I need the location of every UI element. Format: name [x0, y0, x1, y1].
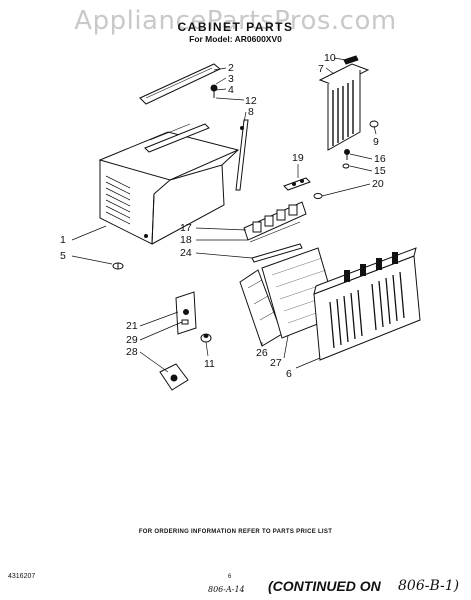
callout-17: 17 [180, 222, 192, 234]
leader-6 [295, 357, 321, 369]
callout-15: 15 [374, 165, 386, 177]
page-title: CABINET PARTS [177, 20, 294, 34]
leader-8 [243, 111, 247, 123]
leader-4 [215, 88, 227, 91]
leader-21 [139, 311, 179, 327]
part-top-rail [139, 63, 221, 105]
callout-18: 18 [180, 234, 192, 246]
leader-7 [325, 67, 335, 75]
leader-24 [195, 252, 253, 259]
leader-9 [373, 125, 377, 135]
leader-17 [195, 227, 247, 231]
callout-5: 5 [60, 250, 66, 262]
leader-5 [71, 255, 113, 265]
handwritten-continued-ref: 806-B-1) [398, 578, 460, 594]
part-side-strip [235, 119, 249, 191]
callout-2: 2 [228, 62, 234, 74]
callout-4: 4 [228, 84, 234, 96]
callout-16: 16 [374, 153, 386, 165]
callout-20: 20 [372, 178, 384, 190]
document-number: 4316207 [8, 573, 36, 580]
leader-29 [139, 321, 183, 341]
part-bracket-19 [283, 177, 311, 191]
callout-7: 7 [318, 63, 324, 75]
watermark: AppliancePartsPros.com [74, 6, 397, 36]
leader-27 [283, 335, 289, 359]
leader-12 [215, 97, 245, 101]
part-bar-24 [251, 243, 303, 263]
part-front-grille [313, 247, 421, 361]
leader-11 [205, 341, 209, 357]
callout-29: 29 [126, 334, 138, 346]
callout-28: 28 [126, 346, 138, 358]
callout-3: 3 [228, 73, 234, 85]
continued-label: (CONTINUED ON [268, 578, 381, 594]
callout-11: 11 [204, 358, 215, 370]
part-screw-16 [342, 149, 350, 169]
callout-19: 19 [292, 152, 304, 164]
callout-26: 26 [256, 347, 268, 359]
callout-6: 6 [286, 368, 292, 380]
part-screw-5 [112, 262, 124, 270]
part-bracket-28 [159, 363, 189, 391]
part-cabinet-wrapper [98, 123, 240, 245]
callout-21: 21 [126, 320, 138, 332]
part-louver-assembly [243, 201, 307, 243]
leader-16 [349, 153, 373, 160]
callout-1: 1 [60, 234, 66, 246]
leader-2 [213, 67, 227, 71]
callout-24: 24 [180, 247, 192, 259]
callout-27: 27 [270, 357, 282, 369]
page-number: 6 [228, 574, 232, 580]
leader-3 [215, 77, 227, 85]
model-subtitle: For Model: AR0600XV0 [189, 34, 282, 44]
callout-9: 9 [373, 136, 379, 148]
callout-10: 10 [324, 52, 336, 64]
callout-8: 8 [248, 106, 254, 118]
leader-10 [333, 57, 347, 61]
part-side-curtain [318, 55, 370, 151]
callout-12: 12 [245, 95, 257, 107]
leader-1 [71, 225, 107, 241]
part-screw-20 [313, 193, 323, 199]
leader-15 [349, 165, 373, 172]
part-control-panel [175, 291, 197, 335]
part-screw-top [210, 84, 218, 98]
leader-20 [321, 183, 371, 197]
ordering-note: FOR ORDERING INFORMATION REFER TO PARTS … [138, 529, 333, 535]
leader-28 [139, 351, 169, 373]
part-knob [200, 333, 212, 343]
handwritten-page-ref: 806-A-14 [208, 585, 245, 594]
